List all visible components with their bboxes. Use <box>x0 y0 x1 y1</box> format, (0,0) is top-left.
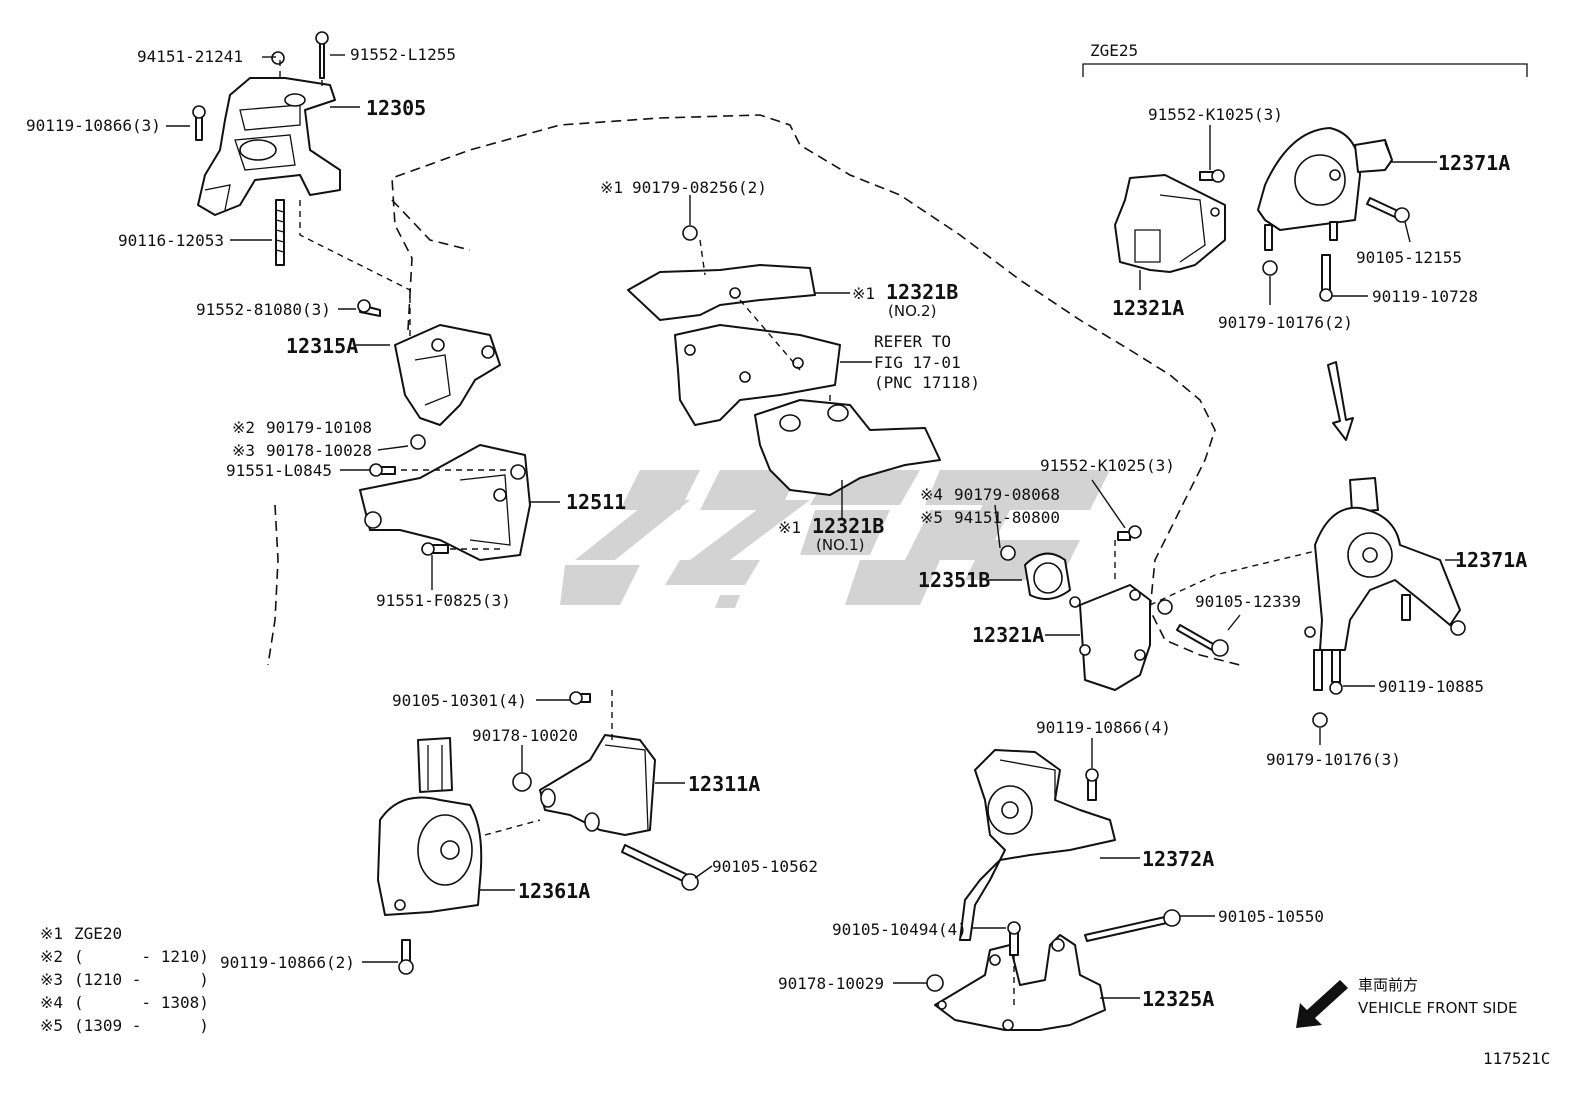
note-mark-2: ※2 <box>40 947 63 966</box>
label-91552-L1255: 91552-L1255 <box>350 45 456 64</box>
notes-legend: ※1 ZGE20 ※2 ( - 1210) ※3 (1210 - ) ※4 ( … <box>40 924 209 1035</box>
variant-label: ZGE25 <box>1090 41 1138 60</box>
label-12311A: 12311A <box>688 772 760 796</box>
direction-label-jp: 車両前方 <box>1358 976 1418 994</box>
mark-2: ※2 <box>232 418 255 437</box>
refer-line-1: REFER TO <box>874 332 951 351</box>
leader-lines <box>166 54 1460 999</box>
label-90119-10866-4: 90119-10866(4) <box>1036 718 1171 737</box>
assembly-arrow <box>1327 361 1354 441</box>
label-90179-10176-2: 90179-10176(2) <box>1218 313 1353 332</box>
refer-line-2: FIG 17-01 <box>874 353 961 372</box>
note-mark-5: ※5 <box>40 1016 63 1035</box>
direction-label-en: VEHICLE FRONT SIDE <box>1358 999 1518 1017</box>
label-90119-10866-3: 90119-10866(3) <box>26 116 161 135</box>
part-labels: 94151-21241 91552-L1255 12305 90119-1086… <box>26 45 1527 1011</box>
note-text-1: ZGE20 <box>74 924 122 943</box>
label-12321A-a: 12321A <box>1112 296 1184 320</box>
part-12321B-no2 <box>627 225 816 321</box>
zge25-bracket: ZGE25 <box>1082 41 1528 77</box>
note-text-3: (1210 - ) <box>74 970 209 989</box>
part-12361A-mount <box>377 737 541 975</box>
refer-line-3: (PNC 17118) <box>874 373 980 392</box>
label-90105-12339: 90105-12339 <box>1195 592 1301 611</box>
part-12311A-bracket <box>512 690 699 891</box>
label-91551-F0825: 91551-F0825(3) <box>376 591 511 610</box>
part-12305-mount <box>192 31 411 340</box>
note-text-5: (1309 - ) <box>74 1016 209 1035</box>
label-12372A: 12372A <box>1142 847 1214 871</box>
label-12371A-a: 12371A <box>1438 151 1510 175</box>
part-12321B-no1 <box>754 395 941 496</box>
note-mark-1: ※1 <box>40 924 63 943</box>
label-90179-10176-3: 90179-10176(3) <box>1266 750 1401 769</box>
label-90105-10494: 90105-10494(4) <box>832 920 967 939</box>
mark-5: ※5 <box>920 508 943 527</box>
vehicle-front-arrow <box>1296 980 1348 1028</box>
label-90119-10866-2: 90119-10866(2) <box>220 953 355 972</box>
label-90105-10550: 90105-10550 <box>1218 907 1324 926</box>
note-text-4: ( - 1308) <box>74 993 209 1012</box>
mark-1-a: ※1 <box>600 178 623 197</box>
label-12371A-b: 12371A <box>1455 548 1527 572</box>
label-90178-10020: 90178-10020 <box>472 726 578 745</box>
part-12351B-bushing <box>1000 545 1071 600</box>
direction-legend: 車両前方 VEHICLE FRONT SIDE <box>1358 976 1518 1017</box>
label-12305: 12305 <box>366 96 426 120</box>
label-90178-10029: 90178-10029 <box>778 974 884 993</box>
label-91551-L0845: 91551-L0845 <box>226 461 332 480</box>
note-mark-4: ※4 <box>40 993 63 1012</box>
label-12361A: 12361A <box>518 879 590 903</box>
figure-number: 117521C <box>1483 1049 1550 1068</box>
engine-outline <box>267 114 1241 666</box>
part-12511-bracket <box>359 444 531 561</box>
part-12321A-zge25 <box>1114 169 1226 273</box>
part-12371A-zge25-mid <box>1304 477 1466 728</box>
label-12325A: 12325A <box>1142 987 1214 1011</box>
part-12372A-mount <box>959 749 1181 942</box>
label-12321B-no1: 12321B <box>812 514 884 538</box>
mark-1-b: ※1 <box>852 284 875 303</box>
note-text-2: ( - 1210) <box>74 947 209 966</box>
part-refer-bracket <box>674 299 841 426</box>
part-90105-12339-bolt <box>1149 549 1321 657</box>
mark-3: ※3 <box>232 441 255 460</box>
label-90119-10885: 90119-10885 <box>1378 677 1484 696</box>
label-90116-12053: 90116-12053 <box>118 231 224 250</box>
note-mark-3: ※3 <box>40 970 63 989</box>
label-12511: 12511 <box>566 490 626 514</box>
label-12315A: 12315A <box>286 334 358 358</box>
mark-4: ※4 <box>920 485 943 504</box>
label-90105-10562: 90105-10562 <box>712 857 818 876</box>
label-90119-10728: 90119-10728 <box>1372 287 1478 306</box>
label-94151-21241: 94151-21241 <box>137 47 243 66</box>
label-91552-81080: 91552-81080(3) <box>196 300 331 319</box>
label-90105-12155: 90105-12155 <box>1356 248 1462 267</box>
label-90179-08256: 90179-08256(2) <box>632 178 767 197</box>
label-no1: (NO.1) <box>816 536 864 554</box>
label-no2: (NO.2) <box>888 302 936 320</box>
label-90179-08068: 90179-08068 <box>954 485 1060 504</box>
label-90105-10301: 90105-10301(4) <box>392 691 527 710</box>
label-90178-10028: 90178-10028 <box>266 441 372 460</box>
part-12315A-bracket <box>357 299 501 450</box>
label-12321A-b: 12321A <box>972 623 1044 647</box>
label-12351B: 12351B <box>918 568 990 592</box>
label-91552-K1025-a: 91552-K1025(3) <box>1148 105 1283 124</box>
part-12325A-bracket <box>926 921 1106 1031</box>
label-12321B-no2: 12321B <box>886 280 958 304</box>
label-94151-80800: 94151-80800 <box>954 508 1060 527</box>
part-12321A-lower <box>1069 525 1151 691</box>
label-90179-10108: 90179-10108 <box>266 418 372 437</box>
part-12371A-zge25-top <box>1257 127 1410 302</box>
mark-1-c: ※1 <box>778 518 801 537</box>
label-91552-K1025-b: 91552-K1025(3) <box>1040 456 1175 475</box>
